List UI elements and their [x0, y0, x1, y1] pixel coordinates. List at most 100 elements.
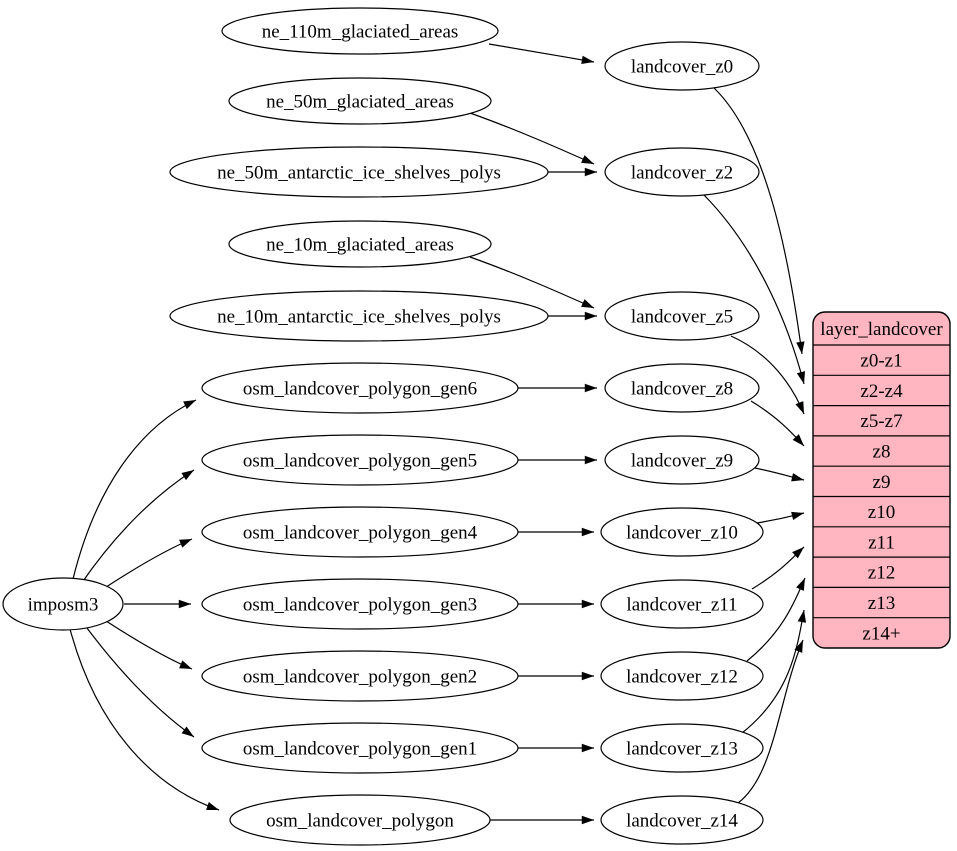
layer-landcover-title: layer_landcover [820, 319, 943, 340]
edges-layer [69, 43, 807, 825]
nodes-layer: imposm3 ne_110m_glaciated_areas ne_50m_gla… [2, 7, 764, 846]
edge-landcover_z0-to-layer_landcover-z0-z1 [713, 87, 805, 355]
landcover_z11-label: landcover_z11 [626, 594, 737, 615]
landcover_z9-ellipse [604, 435, 760, 485]
edge-landcover_z14-to-layer_landcover-z14+ [737, 639, 804, 804]
ne_10m_glaciated_areas-ellipse [228, 220, 492, 268]
record-row-z13: z13 [868, 593, 895, 614]
edge-landcover_z13-to-layer_landcover-z13 [741, 609, 807, 734]
osm_landcover_polygon-ellipse [229, 794, 491, 846]
landcover_z0-label: landcover_z0 [631, 56, 733, 77]
node-landcover_z8: landcover_z8 [604, 363, 760, 413]
node-imposm3: imposm3 [2, 577, 124, 631]
edge-landcover_z11-to-layer_landcover-z11 [751, 546, 805, 590]
landcover_z5-label: landcover_z5 [631, 306, 733, 327]
record-row-z0-z1: z0-z1 [860, 351, 902, 372]
landcover_z12-ellipse [600, 651, 764, 701]
landcover_z14-ellipse [600, 795, 764, 845]
landcover_z13-label: landcover_z13 [626, 738, 738, 759]
landcover_z10-label: landcover_z10 [626, 522, 738, 543]
node-osm_landcover_polygon_gen3: osm_landcover_polygon_gen3 [201, 578, 519, 630]
landcover_z10-ellipse [600, 507, 764, 557]
edge-imposm3-to-osm_landcover_polygon_gen2 [99, 616, 193, 670]
node-layer_landcover: layer_landcover z0-z1 z2-z4 z5-z7 z8 z9 z10 z11… [812, 311, 951, 649]
ne_50m_antarctic_ice_shelves_polys-ellipse [169, 146, 549, 198]
node-ne_110m_glaciated_areas: ne_110m_glaciated_areas [221, 7, 499, 55]
record-row-z9: z9 [873, 472, 891, 493]
edge-landcover_z12-to-layer_landcover-z12 [746, 577, 806, 662]
landcover_z13-ellipse [600, 723, 764, 773]
record-row-z5-z7: z5-z7 [860, 411, 902, 432]
edge-imposm3-to-osm_landcover_polygon_gen5 [80, 469, 195, 585]
node-landcover_z14: landcover_z14 [600, 795, 764, 845]
record-row-z8: z8 [873, 442, 891, 463]
osm_landcover_polygon_gen1-label: osm_landcover_polygon_gen1 [243, 738, 477, 759]
node-landcover_z2: landcover_z2 [604, 147, 760, 197]
edge-landcover_z5-to-layer_landcover-z5-z7 [730, 335, 805, 415]
node-landcover_z0: landcover_z0 [604, 41, 760, 91]
ne_50m_glaciated_areas-label: ne_50m_glaciated_areas [266, 91, 454, 112]
node-landcover_z9: landcover_z9 [604, 435, 760, 485]
imposm3-ellipse [2, 577, 124, 631]
node-landcover_z12: landcover_z12 [600, 651, 764, 701]
osm_landcover_polygon_gen3-label: osm_landcover_polygon_gen3 [243, 594, 477, 615]
node-landcover_z13: landcover_z13 [600, 723, 764, 773]
landcover_z2-label: landcover_z2 [631, 162, 733, 183]
edge-landcover_z9-to-layer_landcover-z9 [754, 467, 805, 482]
layer-landcover-record-box [812, 311, 951, 649]
landcover_z8-label: landcover_z8 [631, 378, 733, 399]
node-osm_landcover_polygon_gen2: osm_landcover_polygon_gen2 [201, 650, 519, 702]
node-osm_landcover_polygon_gen5: osm_landcover_polygon_gen5 [201, 434, 519, 486]
osm_landcover_polygon_gen5-label: osm_landcover_polygon_gen5 [243, 450, 477, 471]
osm_landcover_polygon_gen4-ellipse [201, 506, 519, 558]
landcover_z11-ellipse [600, 579, 764, 629]
landcover_z5-ellipse [604, 291, 760, 341]
node-osm_landcover_polygon_gen4: osm_landcover_polygon_gen4 [201, 506, 519, 558]
ne_10m_antarctic_ice_shelves_polys-ellipse [169, 290, 549, 342]
node-ne_50m_glaciated_areas: ne_50m_glaciated_areas [228, 77, 492, 125]
osm_landcover_polygon_gen6-label: osm_landcover_polygon_gen6 [243, 378, 477, 399]
ne_50m_glaciated_areas-ellipse [228, 77, 492, 125]
node-ne_50m_antarctic_ice_shelves_polys: ne_50m_antarctic_ice_shelves_polys [169, 146, 549, 198]
edge-landcover_z2-to-layer_landcover-z2-z4 [703, 194, 806, 385]
record-row-z14+: z14+ [862, 623, 900, 644]
node-osm_landcover_polygon: osm_landcover_polygon [229, 794, 491, 846]
osm_landcover_polygon_gen2-ellipse [201, 650, 519, 702]
node-landcover_z10: landcover_z10 [600, 507, 764, 557]
edge-ne_10m_glaciated_areas-to-landcover_z5 [469, 256, 595, 309]
ne_10m_glaciated_areas-label: ne_10m_glaciated_areas [266, 234, 454, 255]
record-row-z10: z10 [868, 502, 895, 523]
record-row-z2-z4: z2-z4 [860, 381, 903, 402]
landcover_z12-label: landcover_z12 [626, 666, 738, 687]
edge-ne_50m_glaciated_areas-to-landcover_z2 [469, 112, 595, 165]
landcover_z8-ellipse [604, 363, 760, 413]
osm_landcover_polygon_gen5-ellipse [201, 434, 519, 486]
ne_110m_glaciated_areas-label: ne_110m_glaciated_areas [262, 21, 459, 42]
record-row-z11: z11 [868, 532, 895, 553]
edge-imposm3-to-osm_landcover_polygon_gen6 [72, 399, 197, 580]
ne_10m_antarctic_ice_shelves_polys-label: ne_10m_antarctic_ice_shelves_polys [217, 306, 501, 327]
osm_landcover_polygon_gen2-label: osm_landcover_polygon_gen2 [243, 666, 477, 687]
node-osm_landcover_polygon_gen1: osm_landcover_polygon_gen1 [201, 722, 519, 774]
landcover_z9-label: landcover_z9 [631, 450, 733, 471]
osm_landcover_polygon_gen6-ellipse [201, 362, 519, 414]
edge-imposm3-to-osm_landcover_polygon_gen1 [83, 623, 195, 738]
osm_landcover_polygon_gen1-ellipse [201, 722, 519, 774]
osm_landcover_polygon-label: osm_landcover_polygon [266, 810, 454, 831]
edge-ne_110m_glaciated_areas-to-landcover_z0 [488, 43, 595, 65]
node-ne_10m_antarctic_ice_shelves_polys: ne_10m_antarctic_ice_shelves_polys [169, 290, 549, 342]
ne_50m_antarctic_ice_shelves_polys-label: ne_50m_antarctic_ice_shelves_polys [217, 162, 501, 183]
osm_landcover_polygon_gen3-ellipse [201, 578, 519, 630]
landcover_z0-ellipse [604, 41, 760, 91]
edge-imposm3-to-osm_landcover_polygon [69, 628, 220, 811]
node-landcover_z5: landcover_z5 [604, 291, 760, 341]
node-osm_landcover_polygon_gen6: osm_landcover_polygon_gen6 [201, 362, 519, 414]
imposm3-label: imposm3 [28, 594, 99, 615]
edge-landcover_z8-to-layer_landcover-z8 [750, 400, 805, 447]
landcover_z2-ellipse [604, 147, 760, 197]
edge-landcover_z10-to-layer_landcover-z10 [756, 511, 805, 524]
osm_landcover_polygon_gen4-label: osm_landcover_polygon_gen4 [243, 522, 478, 543]
edge-imposm3-to-osm_landcover_polygon_gen4 [99, 538, 193, 592]
